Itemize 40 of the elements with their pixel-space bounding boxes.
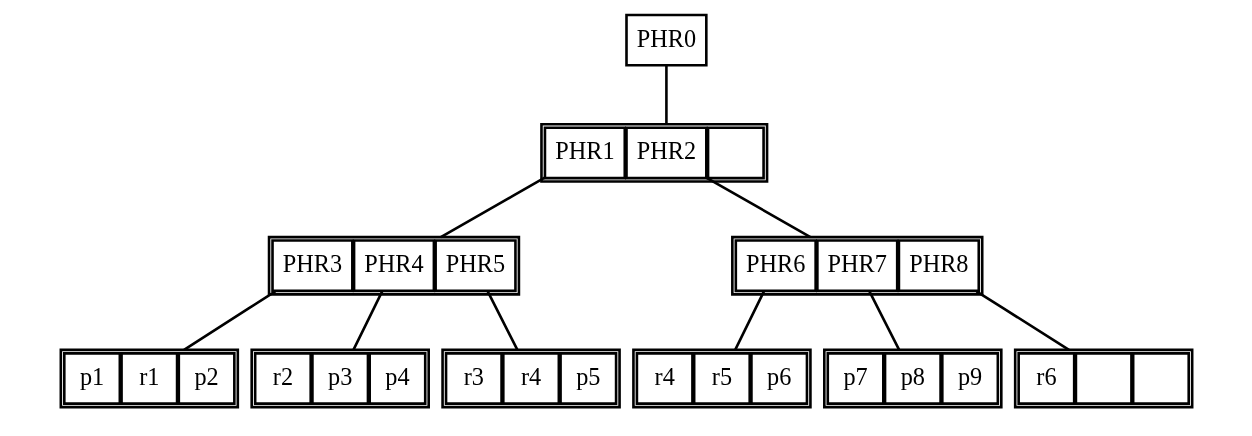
- connector: [664, 65, 668, 125]
- node-box: PHR5: [433, 239, 517, 293]
- node-box: PHR1: [543, 126, 626, 180]
- node-box: r4: [501, 352, 560, 405]
- cluster: [631, 348, 812, 409]
- node-box: p3: [310, 352, 369, 405]
- node-box: r1: [119, 352, 178, 405]
- node-box: [1131, 352, 1190, 405]
- node-box: PHR3: [270, 239, 354, 293]
- node-box: r5: [692, 352, 751, 405]
- connector: [351, 290, 383, 351]
- cluster: [440, 348, 621, 409]
- node-box: PHR2: [624, 126, 708, 180]
- node-box: p9: [940, 352, 999, 405]
- node-box: [706, 126, 765, 180]
- connector: [975, 290, 1070, 351]
- node-box: p1: [62, 352, 121, 405]
- node-box: p8: [883, 352, 942, 405]
- node-box: r3: [444, 352, 503, 405]
- node-box: p7: [826, 352, 885, 405]
- node-box: PHR4: [352, 239, 435, 293]
- node-box: PHR7: [815, 239, 898, 293]
- node-box: r2: [253, 352, 312, 405]
- node-box: p4: [367, 352, 427, 405]
- node-box: [1074, 352, 1133, 405]
- connector: [705, 176, 811, 239]
- connector: [439, 176, 545, 239]
- connector: [867, 290, 900, 351]
- node-box: PHR8: [897, 239, 980, 293]
- node-box: PHR0: [624, 13, 708, 67]
- connector: [485, 290, 519, 351]
- connector: [733, 290, 765, 351]
- cluster: [822, 348, 1003, 409]
- node-box: p2: [177, 352, 236, 405]
- node-box: PHR6: [734, 239, 817, 293]
- node-box: p5: [558, 352, 617, 405]
- connector: [182, 290, 276, 351]
- node-box: r6: [1016, 352, 1075, 405]
- node-box: r4: [635, 352, 694, 405]
- node-box: p6: [749, 352, 808, 405]
